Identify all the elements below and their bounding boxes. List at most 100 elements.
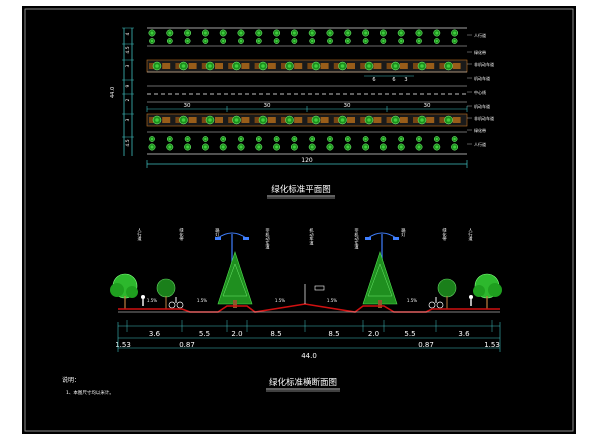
shrub-symbol (291, 136, 298, 142)
plan-right-label: 人行道 (474, 32, 486, 38)
plan-right-label: 非机动车道 (474, 115, 494, 121)
plan-spacing-dim: 6 (372, 77, 375, 83)
tree-symbol (415, 29, 423, 37)
shrub-symbol (327, 136, 333, 142)
shrub-symbol (166, 38, 173, 44)
tree-symbol (148, 29, 156, 37)
strip-tree-symbol (258, 61, 268, 71)
plan-spacing-dim: 3 (404, 77, 407, 83)
shrub-symbol (255, 136, 262, 142)
section-segment-dim: 5.5 (199, 330, 210, 338)
section-vertical-label: 非机动车道 (265, 227, 271, 251)
tree-symbol (362, 29, 370, 37)
shrub-symbol (451, 38, 458, 44)
tree-symbol (344, 29, 352, 37)
strip-tree-symbol (364, 61, 374, 71)
section-edge-dim: 1.53 (115, 341, 131, 349)
plan-right-label: 机动车道 (474, 75, 490, 81)
strip-tree-symbol (152, 61, 162, 71)
tree-symbol (184, 29, 192, 37)
tree-symbol (451, 29, 459, 37)
shrub-symbol (273, 38, 280, 44)
strip-tree-symbol (205, 115, 215, 125)
shrub-symbol (309, 38, 316, 44)
plan-right-label: 非机动车道 (474, 61, 494, 67)
strip-tree-symbol (179, 115, 188, 125)
shrub-symbol (380, 136, 387, 142)
section-edge-dim: 0.87 (179, 341, 195, 349)
plan-right-label: 中心线 (474, 89, 486, 95)
section-segment-dim: 5.5 (404, 330, 415, 338)
strip-tree-symbol (152, 115, 162, 125)
section-segment-dim: 8.5 (328, 330, 339, 338)
shrub-symbol (309, 136, 316, 142)
section-vertical-label: 非机动车道 (354, 227, 360, 251)
shrub-symbol (433, 136, 440, 142)
shrub-symbol (149, 136, 155, 142)
section-title: 绿化标准横断面图 (269, 377, 337, 388)
tree-symbol (219, 29, 227, 37)
section-upper-labels: 人行道绿化带路灯非机动车道机动车道非机动车道路灯绿化带人行道 (137, 227, 474, 251)
pedestrian-right (469, 295, 473, 306)
tree-symbol (237, 143, 245, 151)
strip-tree-symbol (417, 61, 427, 71)
plan-left-total: 44.0 (110, 87, 116, 98)
plan-right-label: 人行道 (474, 141, 486, 147)
plan-segment-dim: 30 (184, 103, 191, 109)
strip-tree-symbol (338, 61, 347, 71)
strip-tree-symbol (232, 115, 241, 125)
tree-symbol (237, 29, 245, 37)
shrub-symbol (202, 38, 209, 44)
strip-tree-symbol (285, 115, 294, 125)
cyclist-right (428, 297, 444, 309)
pedestrian-left (141, 295, 145, 306)
strip-tree-symbol (391, 61, 400, 71)
tree-symbol (290, 143, 298, 151)
shrub-symbol (398, 38, 405, 44)
tree-symbol (201, 29, 209, 37)
tree-symbol (166, 29, 174, 37)
notes-heading: 说明： (62, 376, 80, 384)
tree-symbol (344, 143, 352, 151)
section-vertical-label: 机动车道 (309, 227, 315, 247)
broadleaf-tree-right-outer (473, 273, 502, 309)
shrub-symbol (344, 136, 351, 142)
tree-symbol (166, 143, 174, 151)
strip-tree-symbol (179, 61, 188, 71)
tree-symbol (433, 143, 441, 151)
tree-symbol (290, 29, 298, 37)
plan-left-dim: 3 (125, 118, 131, 121)
strip-tree-symbol (444, 61, 453, 71)
strip-tree-symbol (338, 115, 347, 125)
section-slope-label: 1.5% (327, 298, 337, 303)
strip-tree-symbol (444, 115, 453, 125)
section-segment-dim: 3.6 (458, 330, 470, 338)
section-slope-label: 1.5% (407, 298, 417, 303)
strip-tree-symbol (285, 61, 294, 71)
tree-symbol (415, 143, 423, 151)
tree-symbol (148, 143, 156, 151)
shrub-symbol (451, 136, 458, 142)
section-slope-label: 1.5% (275, 298, 285, 303)
strip-tree-symbol (364, 115, 374, 125)
conifer-tree-left (217, 251, 253, 308)
section-vertical-label: 路灯 (215, 227, 221, 238)
tree-symbol (326, 143, 334, 151)
tree-symbol (379, 29, 387, 37)
shrub-symbol (166, 136, 173, 142)
shrub-symbol (416, 38, 422, 44)
tree-row-bottom (148, 136, 459, 151)
section-slope-labels: 1.5%1.5%1.5%1.5%1.5% (147, 298, 417, 303)
shrub-symbol (202, 136, 209, 142)
plan-spacing-dim: 6 (392, 77, 395, 83)
shrub-symbol (184, 38, 191, 44)
section-slope-label: 1.5% (197, 298, 207, 303)
shrub-symbol (327, 38, 333, 44)
section-vertical-label: 人行道 (468, 228, 474, 242)
section-edge-dim: 0.87 (418, 341, 434, 349)
plan-left-dim: 9 (125, 84, 131, 87)
shrub-symbol (220, 38, 227, 44)
section-segment-dim: 8.5 (270, 330, 281, 338)
